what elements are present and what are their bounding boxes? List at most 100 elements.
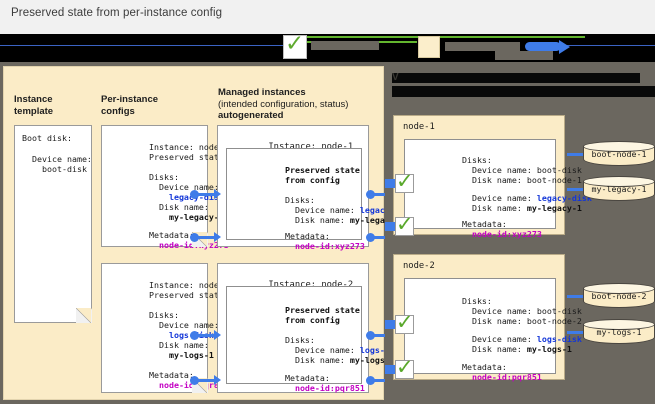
page-title: Preserved state from per-instance config: [11, 7, 223, 19]
column-header-instance-template: Instance template: [14, 94, 53, 117]
pic1-state-line: Preserved state: [148, 152, 224, 163]
mi1-preserved-line2: from config: [284, 175, 340, 186]
node-1-title: node-1: [403, 122, 435, 132]
node1-preserved-disk-check: ✓: [395, 169, 414, 193]
legend-item-reference: [495, 30, 655, 62]
node1-pres-device-label: Device name:: [461, 193, 537, 204]
mi2-metadata-label: Metadata:: [284, 373, 330, 384]
disk-cylinder-boot-node-2: boot-node-2: [583, 283, 655, 309]
mi2-device-name-value: logs-disk: [359, 345, 405, 356]
pic2-disk-name-label: Disk name:: [148, 340, 209, 351]
node1-pres-disk-label: Disk name:: [461, 203, 527, 214]
blue-arrow-icon: [525, 42, 561, 51]
disk-label-boot-node-2: boot-node-2: [591, 291, 647, 301]
pic2-disk-name-value: my-logs-1: [148, 350, 214, 361]
mi2-disks-label: Disks:: [284, 335, 315, 346]
pic2-instance-line: Instance: node-2: [148, 280, 229, 291]
per-instance-head-line1: Per-instance: [101, 94, 159, 105]
legend-item-preserved: ✓: [283, 30, 403, 62]
mi1-metadata-value: node-id:xyz273: [284, 241, 365, 252]
node1-preserved-metadata-check: ✓: [395, 212, 414, 236]
node2-metadata-label: Metadata:: [461, 362, 507, 373]
mi1-preserved-box: Preserved state from config Disks: Devic…: [226, 148, 415, 251]
mi2-preserved-box: Preserved state from config Disks: Devic…: [226, 286, 405, 393]
mi2-disk-name-value: my-logs-1: [349, 355, 395, 366]
instance-template-head-line2: template: [14, 105, 54, 117]
connector-dot-mi2-metadata: [366, 376, 375, 385]
pic1-disk-name-value: my-legacy-1: [148, 212, 224, 223]
node2-boot-disk-label: Disk name: boot-node-2: [461, 316, 582, 327]
node1-disks-label: Disks:: [461, 155, 492, 166]
blue-arrow-head-icon: [559, 40, 570, 54]
node1-disk-link-boot: [567, 153, 583, 156]
node2-disk-link-preserved: [567, 331, 583, 334]
node2-pres-disk-label: Disk name:: [461, 344, 527, 355]
connector-dot-pic2-metadata: [190, 376, 199, 385]
managed-instances-head-line1: Managed instances: [218, 87, 306, 98]
mi1-device-name-label: Device name:: [284, 205, 360, 216]
node1-metadata-label: Metadata:: [461, 219, 507, 230]
managed-instance-node-1: Instance: node-1 Preserved state from co…: [217, 125, 415, 251]
node1-boot-device-label: Device name: boot-disk: [461, 165, 582, 176]
check-icon: ✓: [396, 310, 414, 334]
mi2-device-name-label: Device name:: [284, 345, 360, 356]
mi2-preserved-line2: from config: [284, 315, 340, 326]
connector-dot-pic1-disk: [190, 190, 199, 199]
connector-line-pic1-disk: [196, 193, 215, 196]
mi1-disks-label: Disks:: [284, 195, 315, 206]
mi2-metadata-value: node-id:pqr851: [284, 383, 365, 394]
pic1-device-name-label: Device name:: [148, 182, 219, 193]
connector-line-pic2-disk: [196, 334, 215, 337]
legend-label-redacted-3: [495, 51, 553, 60]
connector-dot-pic1-metadata: [190, 233, 199, 242]
connector-line-mi2-disk: [372, 334, 388, 337]
connector-dot-mi1-disk: [366, 190, 375, 199]
node1-incoming-stub-disk: [385, 179, 395, 188]
pic1-disk-name-label: Disk name:: [148, 202, 209, 213]
disk-cylinder-my-legacy-1: my-legacy-1: [583, 176, 655, 202]
disk-label-my-logs-1: my-logs-1: [596, 327, 642, 337]
legend-rule-green-upper: [295, 36, 585, 38]
legend-item-instance: [418, 30, 548, 62]
node-2-title: node-2: [403, 261, 435, 271]
column-header-per-instance-configs: Per-instance configs: [101, 94, 158, 117]
pic2-disks-label: Disks:: [148, 310, 179, 321]
connector-arrow-pic1-metadata: [214, 232, 221, 242]
mi1-preserved-line1: Preserved state: [284, 165, 360, 176]
per-instance-head-line2: configs: [101, 105, 135, 117]
node2-metadata-value: node-id:pqr851: [461, 372, 542, 383]
check-icon: ✓: [396, 355, 414, 379]
right-header-redacted-line1: [392, 73, 640, 83]
node2-disk-link-boot: [567, 295, 583, 298]
per-instance-config-node-1: Instance: node-1 Preserved state Disks: …: [101, 125, 229, 250]
mi2-preserved-line1: Preserved state: [284, 305, 360, 316]
connector-dot-mi1-metadata: [366, 233, 375, 242]
connector-line-mi1-disk: [372, 193, 388, 196]
legend-label-redacted-1: [311, 41, 379, 50]
per-instance-config-node-2: Instance: node-2 Preserved state Disks: …: [101, 263, 229, 393]
node1-pres-disk-value: my-legacy-1: [526, 203, 582, 214]
instance-template-head-line1: Instance: [14, 94, 53, 105]
managed-instances-head-line2: (intended configuration, status): [218, 98, 349, 110]
right-header-redacted-line2: [392, 86, 655, 97]
legend-top-gap: [0, 30, 655, 34]
check-icon: ✓: [396, 169, 414, 193]
disk-cylinder-my-logs-1: my-logs-1: [583, 319, 655, 345]
node2-pres-device-label: Device name:: [461, 334, 537, 345]
doc-fold-corner-icon: [76, 308, 92, 323]
check-swatch-icon: ✓: [283, 31, 307, 59]
connector-dot-mi2-disk: [366, 331, 375, 340]
node-box-node-2: node-2 Disks: Device name: boot-disk Dis…: [393, 254, 582, 383]
connector-arrow-pic1-disk: [214, 189, 221, 199]
node2-incoming-stub-disk: [385, 320, 395, 329]
node2-preserved-metadata-check: ✓: [395, 355, 414, 379]
check-icon: ✓: [396, 212, 414, 236]
managed-instance-node-2: Instance: node-2 Preserved state from co…: [217, 263, 405, 393]
instance-template-doc: Boot disk: Device name: boot-disk: [14, 125, 92, 323]
node1-incoming-stub-metadata: [385, 222, 395, 231]
connector-arrow-pic2-disk: [214, 330, 221, 340]
node-box-node-1: node-1 Disks: Device name: boot-disk Dis…: [393, 115, 592, 239]
mi2-instance-line: Instance: node-2: [268, 280, 353, 290]
connector-line-mi1-metadata: [372, 236, 388, 239]
instance-template-text: Boot disk: Device name: boot-disk: [22, 133, 92, 175]
